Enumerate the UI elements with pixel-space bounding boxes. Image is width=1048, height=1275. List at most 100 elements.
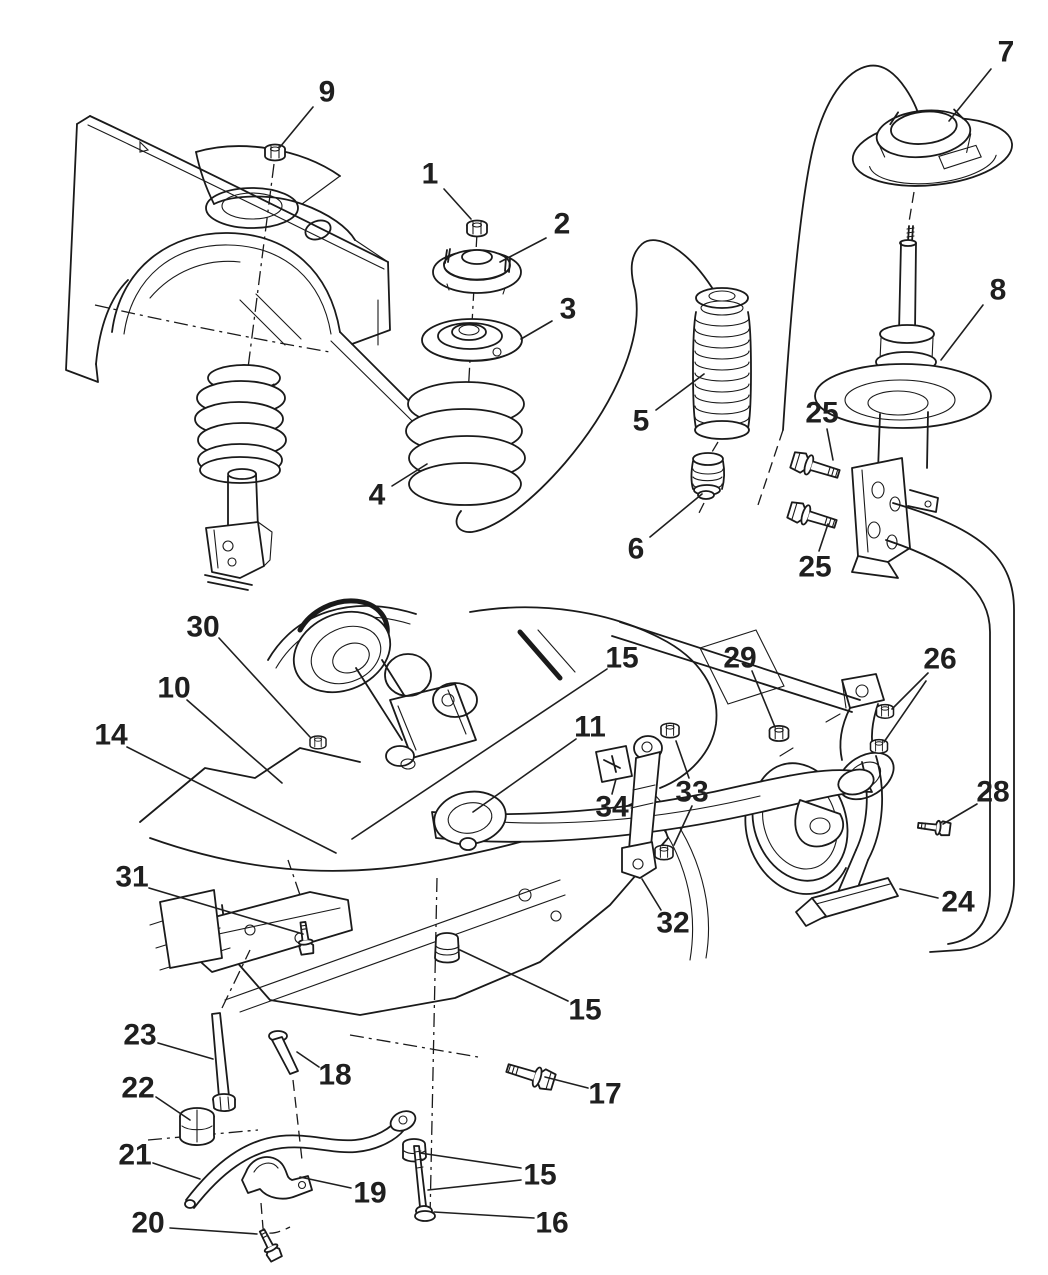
callout-14: 14 (94, 719, 128, 752)
strut-rod-nut-1 (466, 219, 488, 238)
leader-line-33 (675, 740, 690, 779)
leader-line-31 (148, 887, 304, 935)
leader-line-33 (673, 805, 693, 846)
leader-line-15 (427, 1179, 522, 1191)
leader-line-10 (186, 699, 283, 784)
leader-line-15 (419, 1152, 522, 1169)
callout-21: 21 (118, 1139, 151, 1172)
jounce-bumper-6 (690, 452, 725, 516)
knuckle-bolt-28 (916, 817, 952, 838)
callout-22: 22 (121, 1072, 154, 1105)
leader-line-25 (826, 428, 834, 461)
callout-25: 25 (805, 397, 838, 430)
leader-line-24 (899, 888, 939, 899)
bracket-to-knuckle-line-2 (885, 539, 991, 945)
link-bolt-16 (413, 1145, 436, 1222)
crossmember-bolt-23 (211, 1012, 236, 1113)
leader-line-18 (296, 1051, 320, 1068)
callout-5: 5 (633, 405, 650, 438)
retainer-clip-34 (595, 745, 633, 783)
leader-line-6 (649, 493, 703, 538)
strut-bolt-25b (785, 499, 840, 535)
callout-8: 8 (990, 274, 1007, 307)
leader-line-22 (155, 1096, 191, 1121)
coil-spring-4 (405, 381, 526, 506)
callout-4: 4 (369, 479, 386, 512)
leader-line-14 (126, 746, 337, 854)
callout-10: 10 (157, 672, 190, 705)
strut-bolt-25a (788, 449, 843, 485)
leader-line-3 (520, 320, 553, 340)
seat-strut-dash (908, 191, 915, 223)
leader-line-2 (499, 237, 547, 263)
link-nut-33a (660, 722, 680, 739)
callout-24: 24 (941, 886, 975, 919)
callout-34: 34 (595, 791, 629, 824)
leader-line-26 (883, 680, 927, 743)
callout-15: 15 (605, 642, 638, 675)
association-curve-right (782, 64, 923, 431)
strut-mount-nut-9 (247, 143, 286, 369)
leader-line-34 (611, 778, 617, 795)
strut-tower (195, 145, 391, 346)
strut-nut-26a (875, 703, 895, 719)
stabilizer-bar-21 (147, 1110, 417, 1209)
callout-26: 26 (923, 643, 956, 676)
dust-boot-5 (692, 287, 752, 440)
upper-spring-seat-7 (851, 108, 1013, 187)
leader-line-11 (472, 738, 577, 813)
callout-19: 19 (353, 1177, 386, 1210)
arm-bolt-17 (503, 1057, 558, 1093)
clamp-guide-dash (260, 1202, 291, 1234)
leader-line-4 (391, 463, 428, 487)
leader-line-30 (218, 637, 311, 738)
callout-16: 16 (535, 1207, 568, 1240)
strut-assembly-8 (814, 225, 992, 579)
link-nut-33b (654, 844, 674, 861)
leader-line-15 (351, 668, 608, 840)
leader-line-7 (948, 68, 992, 122)
knuckle-nut-29 (768, 725, 790, 742)
engine-and-subframe (139, 598, 861, 1058)
fender-panel (65, 115, 501, 499)
leader-line-32 (641, 878, 662, 911)
callout-2: 2 (554, 208, 571, 241)
link-bushing-15-mid (434, 932, 460, 964)
callout-33: 33 (675, 776, 708, 809)
association-curve-right-dash (757, 429, 784, 506)
leader-line-26 (891, 672, 929, 710)
leader-line-5 (655, 373, 705, 411)
callout-29: 29 (723, 642, 756, 675)
callout-23: 23 (123, 1019, 156, 1052)
clamp-bolt-20 (254, 1226, 284, 1263)
leader-line-20 (169, 1227, 258, 1235)
leader-line-8 (940, 304, 984, 361)
callout-9: 9 (319, 76, 336, 109)
callout-20: 20 (131, 1207, 164, 1240)
leader-line-25 (818, 523, 829, 552)
callout-18: 18 (318, 1059, 351, 1092)
assembled-strut (194, 364, 287, 591)
leader-line-23 (157, 1042, 214, 1060)
callout-25: 25 (798, 551, 831, 584)
callout-1: 1 (422, 158, 439, 191)
mount-nut-30 (309, 735, 327, 750)
leader-line-28 (942, 803, 978, 825)
leader-line-19 (299, 1176, 352, 1189)
leader-line-1 (443, 188, 472, 220)
bushing-clamp-19 (241, 1156, 313, 1200)
bar-bushing-22 (179, 1107, 215, 1146)
bracket-to-knuckle-line-1 (892, 502, 1015, 953)
callout-31: 31 (115, 861, 148, 894)
callout-3: 3 (560, 293, 577, 326)
boot-bumper-dash (711, 441, 719, 453)
callout-7: 7 (998, 36, 1015, 69)
leader-line-17 (544, 1076, 589, 1089)
association-curve-spring-boot (455, 239, 717, 533)
leader-line-9 (279, 106, 314, 148)
leader-line-29 (751, 670, 776, 728)
subframe-stud-18 (268, 1030, 303, 1161)
